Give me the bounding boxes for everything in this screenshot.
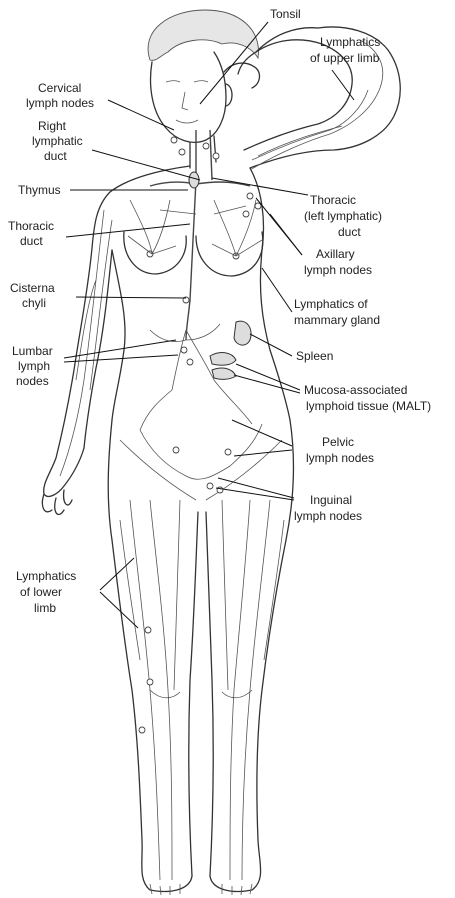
label-pelvic-lymph-nodes: Pelvic xyxy=(322,435,354,449)
label-lumbar-lymph-nodes: Lumbar xyxy=(12,344,53,358)
label-cisterna-chyli: Cisterna xyxy=(10,281,55,295)
label-thoracic-duct-2: duct xyxy=(20,234,43,248)
label-lymphatics-lower-limb: Lymphatics xyxy=(16,569,76,583)
malt-organ xyxy=(210,353,236,366)
label-lumbar-lymph-nodes-3: nodes xyxy=(16,374,49,388)
label-lymphatics-mammary-gland: Lymphatics of xyxy=(294,297,368,311)
lymph-nodes xyxy=(139,137,261,733)
label-tonsil: Tonsil xyxy=(270,7,301,21)
label-lumbar-lymph-nodes-2: lymph xyxy=(18,359,50,373)
label-lymphatics-lower-limb-2: of lower xyxy=(20,585,62,599)
thymus-organ xyxy=(189,172,199,188)
label-right-lymphatic-duct: Right xyxy=(38,119,67,133)
label-cisterna-chyli-2: chyli xyxy=(22,296,46,310)
label-axillary-lymph-nodes: Axillary xyxy=(316,247,355,261)
label-right-lymphatic-duct-2: lymphatic xyxy=(32,134,83,148)
label-spleen: Spleen xyxy=(296,349,333,363)
spleen-organ xyxy=(234,321,251,345)
labels: Tonsil Lymphatics of upper limb Cervical… xyxy=(8,7,431,615)
label-pelvic-lymph-nodes-2: lymph nodes xyxy=(306,451,374,465)
label-thoracic-duct: Thoracic xyxy=(8,219,54,233)
label-right-lymphatic-duct-3: duct xyxy=(44,149,67,163)
label-cervical-lymph-nodes: Cervical xyxy=(38,81,81,95)
label-thymus: Thymus xyxy=(18,183,61,197)
label-thoracic-left-duct-3: duct xyxy=(338,225,361,239)
label-thoracic-left-duct: Thoracic xyxy=(310,193,356,207)
label-cervical-lymph-nodes-2: lymph nodes xyxy=(26,96,94,110)
label-malt-2: lymphoid tissue (MALT) xyxy=(306,399,431,413)
label-malt: Mucosa-associated xyxy=(304,383,407,397)
label-lymphatics-lower-limb-3: limb xyxy=(34,601,56,615)
label-thoracic-left-duct-2: (left lymphatic) xyxy=(304,209,382,223)
label-lymphatics-mammary-gland-2: mammary gland xyxy=(294,313,380,327)
label-lymphatics-upper-limb-2: of upper limb xyxy=(310,51,380,65)
label-inguinal-lymph-nodes-2: lymph nodes xyxy=(294,509,362,523)
label-lymphatics-upper-limb: Lymphatics xyxy=(320,35,380,49)
label-inguinal-lymph-nodes: Inguinal xyxy=(310,493,352,507)
label-axillary-lymph-nodes-2: lymph nodes xyxy=(304,263,372,277)
